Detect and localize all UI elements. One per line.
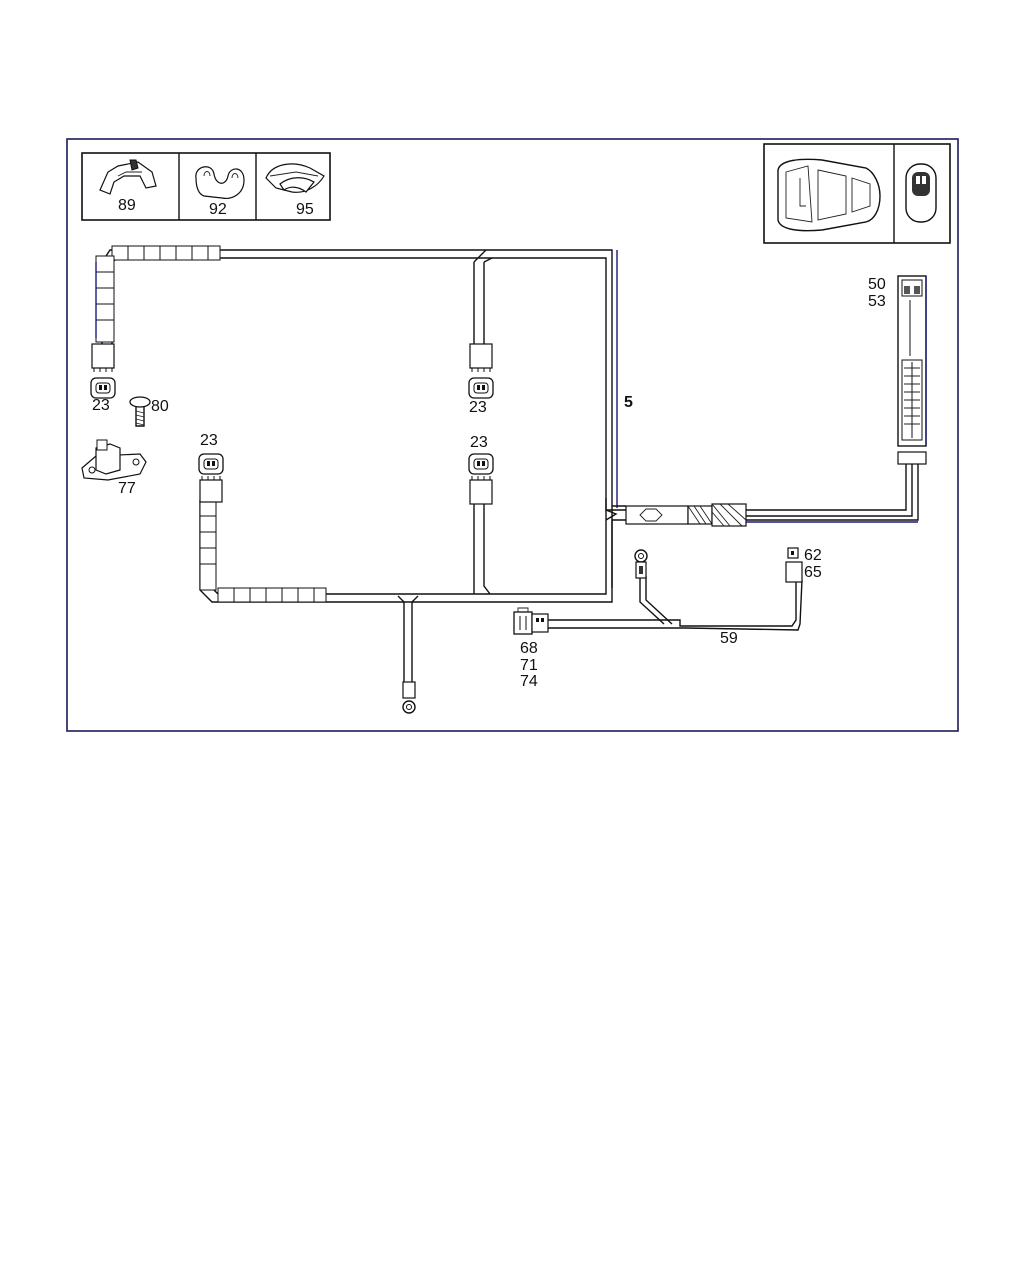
harness-connector-top-right[interactable] <box>469 343 493 372</box>
label-80: 80 <box>151 398 169 415</box>
label-23-b: 23 <box>469 399 487 416</box>
connector-locator-icon <box>905 163 937 223</box>
clip-89-icon[interactable] <box>99 159 157 195</box>
plug-68-71-74-icon[interactable] <box>513 607 549 635</box>
label-5: 5 <box>624 394 633 411</box>
connector-23-icon-d[interactable] <box>468 453 494 475</box>
tape-wrap-top <box>95 245 221 343</box>
connector-23-icon-c[interactable] <box>198 453 224 475</box>
label-62: 62 <box>804 547 822 564</box>
harness-connector-top-left[interactable] <box>91 343 115 372</box>
clip-parts-box: 89 92 95 <box>81 152 331 221</box>
plug-62-65-icon[interactable] <box>785 547 803 583</box>
harness-connector-bottom-right[interactable] <box>469 476 493 505</box>
connector-23-icon-b[interactable] <box>468 377 494 399</box>
ring-terminal-harness-icon[interactable] <box>402 681 416 714</box>
connector-23-icon-a[interactable] <box>90 377 116 399</box>
label-50: 50 <box>868 276 886 293</box>
label-74: 74 <box>520 673 538 690</box>
harness-connector-bottom-left[interactable] <box>199 476 223 503</box>
connector-50-53-icon[interactable] <box>897 275 927 465</box>
label-59: 59 <box>720 630 738 647</box>
tape-wrap-bottom <box>199 499 327 603</box>
cable-59[interactable] <box>548 576 803 631</box>
screw-80-icon[interactable] <box>129 396 151 427</box>
ring-terminal-59-icon[interactable] <box>634 549 648 579</box>
label-71: 71 <box>520 657 538 674</box>
car-top-view-icon <box>777 158 881 232</box>
label-53: 53 <box>868 293 886 310</box>
label-23-a: 23 <box>92 397 110 414</box>
label-65: 65 <box>804 564 822 581</box>
label-92: 92 <box>209 201 227 218</box>
diagram-border <box>66 138 959 732</box>
clip-92-icon[interactable] <box>195 166 245 199</box>
label-23-c: 23 <box>200 432 218 449</box>
label-77: 77 <box>118 480 136 497</box>
label-89: 89 <box>118 197 136 214</box>
label-95: 95 <box>296 201 314 218</box>
vehicle-locator-box <box>763 143 951 244</box>
harness-5[interactable] <box>95 245 919 684</box>
clip-95-icon[interactable] <box>265 163 325 193</box>
bracket-77-icon[interactable] <box>81 439 147 481</box>
label-68: 68 <box>520 640 538 657</box>
label-23-d: 23 <box>470 434 488 451</box>
